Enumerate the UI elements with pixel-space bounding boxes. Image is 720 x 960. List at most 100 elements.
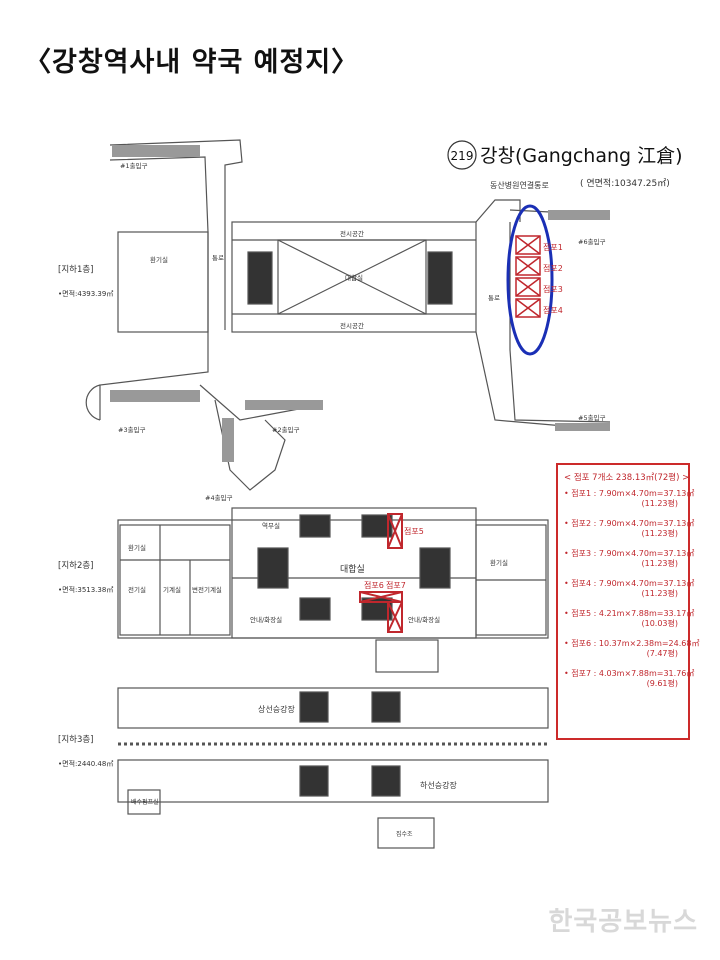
b3-sump-room [377,817,435,849]
b1-store4 [515,298,541,318]
b1-escalator-right [427,251,453,305]
b2-electric-label: 전기실 [128,585,146,594]
b1-exit5-stairs [555,423,610,431]
b1-exit1-corridor-outline [109,139,243,232]
b1-display-top-label: 전시공간 [340,229,364,238]
b1-exit2-label: #2출입구 [272,425,300,434]
b2-vent-right-label: 환기실 [490,558,508,567]
b2-escalator-mid-left [257,547,289,589]
b2-outline [117,519,549,639]
b3-pump-label: 배수펌프실 [131,798,159,806]
b3-escalator-down-right [371,765,401,797]
b2-vent-left-label: 환기실 [128,543,146,552]
floor-b3-area: •면적:2440.48㎡ [58,759,113,768]
store-info-item-7: • 점포7 : 4.03m×7.88m=31.76㎡ (9.61평) [564,669,695,689]
b1-void-cross-b [277,239,427,315]
store-info-header: < 점포 7개소 238.13㎡(72평) > [564,473,690,483]
b1-exit4-stairs [222,418,234,462]
b2-machine-label: 기계실 [163,585,181,594]
b2-restroom-left-label: 안내/화장실 [250,615,282,624]
b2-store5-label: 점포5 [404,526,424,536]
b1-exit6-label: #6출입구 [578,237,606,246]
store-info-item-5: • 점포5 : 4.21m×7.88m=33.17㎡ (10.03평) [564,609,695,629]
store-info-dimensions: • 점포2 : 7.90m×4.70m=37.13㎡ [564,519,695,528]
b1-vent-room [117,231,209,333]
b2-power-label: 변전기계실 [192,585,222,594]
store-info-dimensions: • 점포7 : 4.03m×7.88m=31.76㎡ [564,669,695,678]
b1-escalator-left [247,251,273,305]
store-info-pyeong: (9.61평) [646,679,678,688]
store-info-pyeong: (7.47평) [646,649,678,658]
b3-pump-room [127,789,161,815]
b2-escalator-mid-right [419,547,451,589]
b3-up-platform-outline [117,687,549,729]
store-info-item-1: • 점포1 : 7.90m×4.70m=37.13㎡ (11.23평) [564,489,695,509]
b1-passage-right-label: 통로 [488,294,500,302]
store-info-pyeong: (10.03평) [641,619,678,628]
b2-stair-annex [375,639,439,673]
b1-vent-label: 환기실 [150,255,168,264]
b1-exit4-label: #4출입구 [205,493,233,502]
store-info-pyeong: (11.23평) [641,559,678,568]
b2-store5 [387,513,403,549]
store-info-pyeong: (11.23평) [641,589,678,598]
b1-concourse-outline [231,221,477,333]
store-info-box: < 점포 7개소 238.13㎡(72평) > • 점포1 : 7.90m×4.… [556,463,700,740]
b1-store1 [515,235,541,255]
b2-escalator-top-left [299,514,331,538]
station-total-area: ( 연면적:10347.25㎡) [580,177,670,189]
floor-b1-area: •면적:4393.39㎡ [58,289,113,298]
b1-exit1-label: #1출입구 [120,161,148,170]
store-info-pyeong: (11.23평) [641,499,678,508]
b3-escalator-down-left [299,765,329,797]
b1-store3 [515,277,541,297]
b1-exit3-curve [85,384,101,421]
store-info-dimensions: • 점포6 : 10.37m×2.38m=24.68㎡ [564,639,700,648]
b1-stores-highlight-circle [506,204,554,356]
b2-office-label: 역무실 [262,521,280,530]
station-number: 219 [451,149,474,163]
b2-restroom-right-label: 안내/화장실 [408,615,440,624]
store-info-item-3: • 점포3 : 7.90m×4.70m=37.13㎡ (11.23평) [564,549,695,569]
b1-store4-label: 점포4 [543,305,563,315]
b1-exit2-stairs [245,400,323,410]
b1-exit1-stairs [112,145,200,157]
b1-exit3-stairs [110,390,200,402]
connection-label: 동산병원연결통로 [490,180,549,190]
floor-b2-label: [지하2층] [58,560,94,571]
b1-right-upper-passage [475,199,521,223]
store-info-item-2: • 점포2 : 7.90m×4.70m=37.13㎡ (11.23평) [564,519,695,539]
b3-down-platform-outline [117,759,549,803]
b1-store3-label: 점포3 [543,284,563,294]
b3-up-platform-label: 상선승강장 [258,704,295,714]
station-number-badge [447,140,477,170]
store-info-item-4: • 점포4 : 7.90m×4.70m=37.13㎡ (11.23평) [564,579,695,599]
store-info-item-6: • 점포6 : 10.37m×2.38m=24.68㎡ (7.47평) [564,639,700,659]
b3-down-platform-label: 하선승강장 [420,780,457,790]
watermark: 한국공보뉴스 [548,907,698,937]
b1-exit3-label: #3출입구 [118,425,146,434]
b1-store2 [515,256,541,276]
store-info-pyeong: (11.23평) [641,529,678,538]
station-name: 강창(Gangchang 江倉) [480,145,683,167]
b1-exit6-stairs [548,210,610,220]
b1-store1-label: 점포1 [543,242,563,252]
store-info-dimensions: • 점포4 : 7.90m×4.70m=37.13㎡ [564,579,695,588]
b2-escalator-bottom-left [299,597,331,621]
b1-passage-left-label: 통로 [212,254,224,262]
store-info-dimensions: • 점포3 : 7.90m×4.70m=37.13㎡ [564,549,695,558]
store-info-dimensions: • 점포1 : 7.90m×4.70m=37.13㎡ [564,489,695,498]
b2-store7-label: 점포7 [386,580,406,590]
b2-store7 [387,601,403,633]
store-info-dimensions: • 점포5 : 4.21m×7.88m=33.17㎡ [564,609,695,618]
page-title: 〈강창역사내 약국 예정지〉 [24,47,360,78]
b3-escalator-up-left [299,691,329,723]
b2-store6 [359,591,403,603]
b1-exit1-corridor-inner [109,156,209,233]
b3-escalator-up-right [371,691,401,723]
b1-display-bottom-label: 전시공간 [340,321,364,330]
b3-sump-label: 집수조 [396,831,413,838]
b2-left-rooms [119,524,231,636]
b1-exit5-label: #5출입구 [578,413,606,422]
